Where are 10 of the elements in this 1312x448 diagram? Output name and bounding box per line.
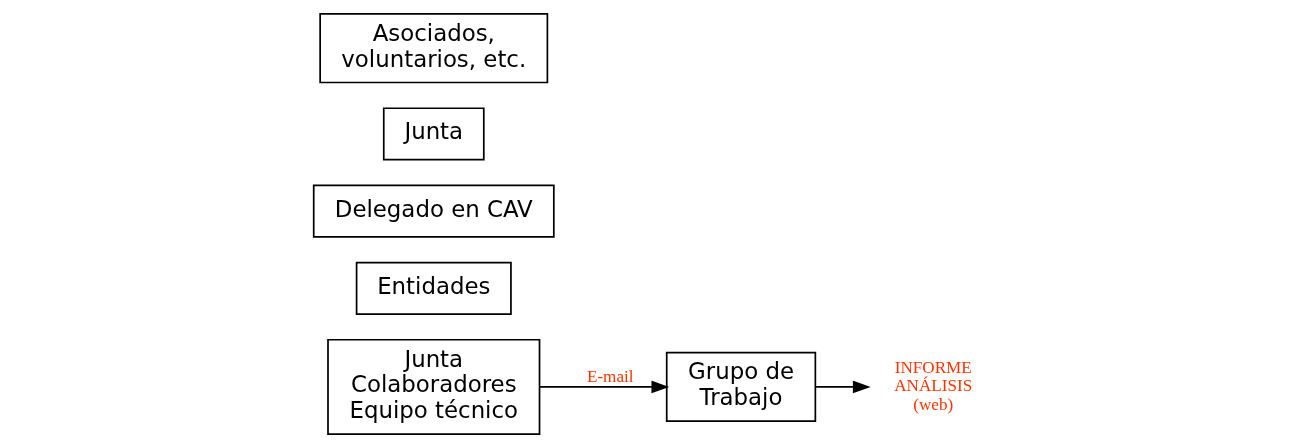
edge-label: E-mail	[586, 367, 634, 387]
node-box: Junta	[382, 107, 485, 161]
node-box: Entidades	[355, 261, 512, 315]
arrow	[814, 380, 871, 394]
node-text: INFORME ANÁLISIS (web)	[894, 357, 973, 414]
node-box: Junta Colaboradores Equipo técnico	[327, 338, 541, 435]
node-box: Grupo de Trabajo	[665, 351, 817, 423]
arrow	[538, 380, 670, 394]
node-box: Delegado en CAV	[312, 184, 555, 238]
node-box: Asociados, voluntarios, etc.	[319, 13, 549, 84]
